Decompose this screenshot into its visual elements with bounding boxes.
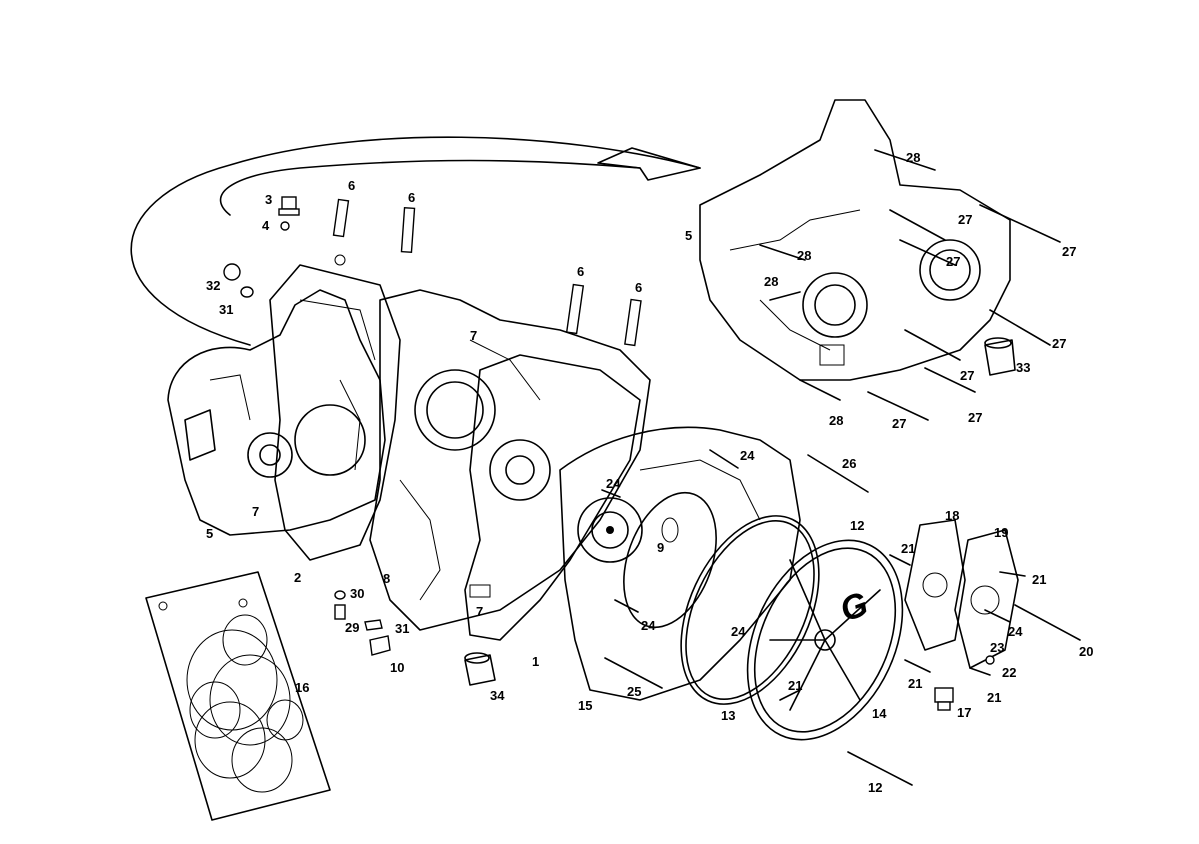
drain-plug-and-washers <box>223 196 300 298</box>
callout-23: 23 <box>990 640 1004 655</box>
callout-24: 24 <box>1008 624 1023 639</box>
callout-7: 7 <box>470 328 477 343</box>
callout-17: 17 <box>957 705 971 720</box>
callout-27: 27 <box>960 368 974 383</box>
callout-33: 33 <box>1016 360 1030 375</box>
rear-view-crankcase <box>699 99 1011 381</box>
callout-27: 27 <box>958 212 972 227</box>
callout-16: 16 <box>295 680 309 695</box>
callout-7: 7 <box>476 604 483 619</box>
callout-27: 27 <box>968 410 982 425</box>
clutch-side-cover <box>559 426 801 701</box>
crankcase-gasket-left <box>269 254 401 561</box>
callout-28: 28 <box>906 150 920 165</box>
cylinder-studs <box>332 198 642 347</box>
callout-3: 3 <box>265 192 272 207</box>
callout-31: 31 <box>219 302 233 317</box>
callout-15: 15 <box>578 698 592 713</box>
oil-screws-and-washers <box>334 590 391 656</box>
callout-2: 2 <box>294 570 301 585</box>
callout-14: 14 <box>872 706 887 721</box>
callout-6: 6 <box>408 190 415 205</box>
callout-6: 6 <box>348 178 355 193</box>
fastening-bolts <box>601 449 1081 786</box>
callout-24: 24 <box>740 448 755 463</box>
callout-21: 21 <box>788 678 802 693</box>
callout-28: 28 <box>764 274 778 289</box>
callout-19: 19 <box>994 525 1008 540</box>
callout-27: 27 <box>946 254 960 269</box>
gasket-kit-sheet <box>145 571 331 821</box>
callout-9: 9 <box>657 540 664 555</box>
callout-28: 28 <box>829 413 843 428</box>
callout-5: 5 <box>685 228 692 243</box>
callout-26: 26 <box>842 456 856 471</box>
center-crankcase-half <box>369 289 651 631</box>
callout-7: 7 <box>252 504 259 519</box>
view-direction-arrow <box>130 136 701 346</box>
callout-24: 24 <box>641 618 656 633</box>
callout-10: 10 <box>390 660 404 675</box>
callout-6: 6 <box>577 264 584 279</box>
callout-25: 25 <box>627 684 641 699</box>
filler-plug <box>934 687 954 711</box>
callout-12: 12 <box>868 780 882 795</box>
dowel-sleeve <box>464 652 496 686</box>
callout-27: 27 <box>892 416 906 431</box>
callout-21: 21 <box>1032 572 1046 587</box>
callout-22: 22 <box>1002 665 1016 680</box>
callout-24: 24 <box>731 624 746 639</box>
callout-13: 13 <box>721 708 735 723</box>
callout-18: 18 <box>945 508 959 523</box>
callout-4: 4 <box>262 218 270 233</box>
water-pump-cover <box>954 529 1019 669</box>
callout-12: 12 <box>850 518 864 533</box>
water-pump-gasket <box>904 519 966 651</box>
rear-dowel-sleeve <box>984 337 1016 376</box>
callout-6: 6 <box>635 280 642 295</box>
callout-5: 5 <box>206 526 213 541</box>
callout-21: 21 <box>901 541 915 556</box>
cover-gasket <box>680 515 820 705</box>
callout-34: 34 <box>490 688 505 703</box>
cover-logo-text: G <box>835 585 873 630</box>
callout-31: 31 <box>395 621 409 636</box>
callout-29: 29 <box>345 620 359 635</box>
callout-1: 1 <box>532 654 539 669</box>
rear-case-bolts <box>759 149 1061 421</box>
callout-30: 30 <box>350 586 364 601</box>
left-crankcase-half <box>167 289 386 536</box>
crankcase-gasket-center <box>464 354 641 641</box>
callout-labels: 1 2 3 4 5 5 6 6 6 6 7 7 7 8 9 10 12 12 1… <box>206 150 1093 795</box>
callout-27: 27 <box>1062 244 1076 259</box>
callout-32: 32 <box>206 278 220 293</box>
callout-20: 20 <box>1079 644 1093 659</box>
callout-21: 21 <box>987 690 1001 705</box>
callout-21: 21 <box>908 676 922 691</box>
callout-28: 28 <box>797 248 811 263</box>
callout-8: 8 <box>383 571 390 586</box>
callout-24: 24 <box>606 476 621 491</box>
o-ring-seal <box>623 491 717 629</box>
callout-27: 27 <box>1052 336 1066 351</box>
